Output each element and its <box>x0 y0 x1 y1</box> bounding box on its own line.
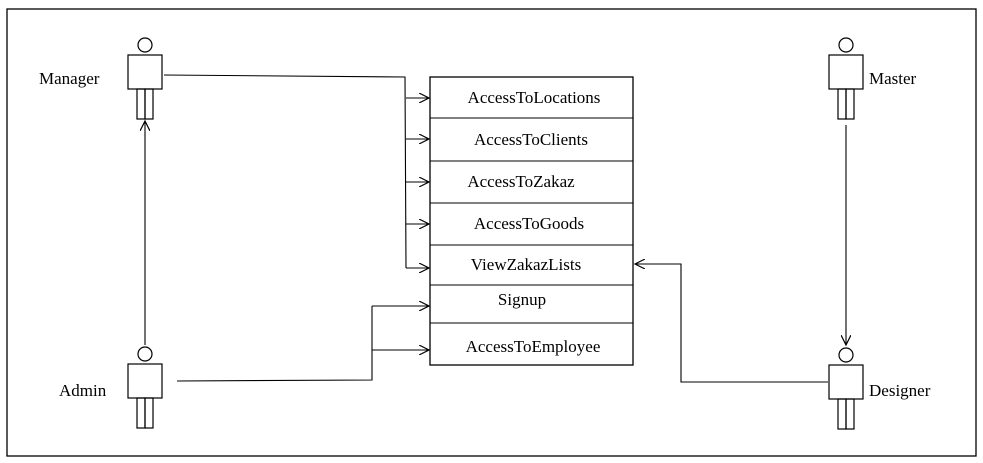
actor-body <box>828 364 864 400</box>
manager-connector <box>163 74 407 269</box>
function-signup: Signup <box>498 290 546 309</box>
function-access-to-clients: AccessToClients <box>474 130 588 149</box>
actor-label-manager: Manager <box>39 69 100 88</box>
actor-master <box>828 37 864 120</box>
actor-leg <box>845 88 855 120</box>
actor-label-designer: Designer <box>869 381 931 400</box>
actor-head <box>137 346 153 362</box>
connectors <box>145 74 846 383</box>
function-access-to-employee: AccessToEmployee <box>466 337 601 356</box>
actor-admin <box>127 346 163 429</box>
actor-leg <box>136 88 146 120</box>
admin-connector <box>176 306 373 382</box>
actor-body <box>127 363 163 399</box>
actor-leg <box>136 397 146 429</box>
function-access-to-goods: AccessToGoods <box>474 214 584 233</box>
function-view-zakaz-lists: ViewZakazLists <box>471 255 581 274</box>
diagram-frame <box>6 8 977 457</box>
function-table: AccessToLocations AccessToClients Access… <box>429 76 634 366</box>
function-access-to-locations: AccessToLocations <box>468 88 601 107</box>
actor-label-master: Master <box>869 69 917 88</box>
actor-leg <box>144 88 154 120</box>
actor-head <box>838 347 854 363</box>
actor-head <box>137 37 153 53</box>
actor-leg <box>845 398 855 430</box>
actor-leg <box>837 88 847 120</box>
function-access-to-zakaz: AccessToZakaz <box>467 172 575 191</box>
actor-manager <box>127 37 163 120</box>
actor-body <box>127 54 163 90</box>
actor-label-admin: Admin <box>59 381 107 400</box>
actor-designer <box>828 347 864 430</box>
actor-head <box>838 37 854 53</box>
designer-to-viewzakaz-arrow <box>635 264 828 383</box>
actor-leg <box>144 397 154 429</box>
actor-body <box>828 54 864 90</box>
actor-leg <box>837 398 847 430</box>
